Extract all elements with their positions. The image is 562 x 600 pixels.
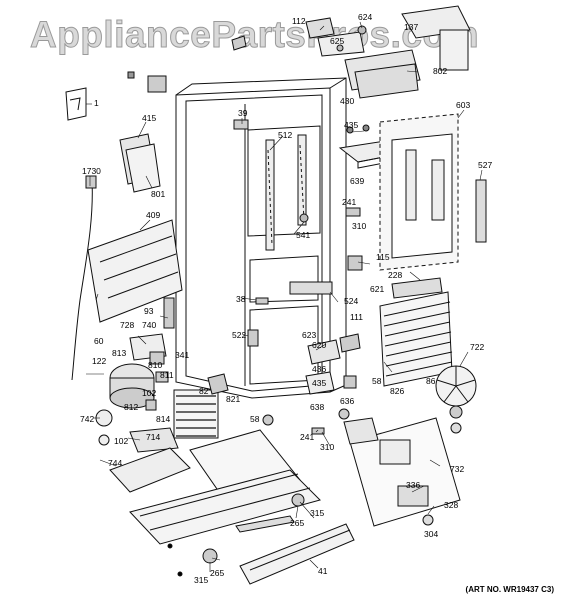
part-callout-415: 415 <box>142 113 156 123</box>
part-callout-638: 638 <box>310 402 324 412</box>
part-callout-39: 39 <box>238 108 248 118</box>
top-assemblies <box>127 5 471 99</box>
part-callout-58: 58 <box>250 414 260 424</box>
part-callout-241: 241 <box>300 432 314 442</box>
part-callout-621: 621 <box>370 284 384 294</box>
part-callout-409: 409 <box>146 210 160 220</box>
part-callout-620: 620 <box>312 340 326 350</box>
part-callout-524: 524 <box>344 296 358 306</box>
leader-lines <box>86 21 483 572</box>
part-callout-58: 58 <box>372 376 382 386</box>
part-callout-304: 304 <box>424 529 438 539</box>
part-callout-315: 315 <box>194 575 208 585</box>
part-callout-722: 722 <box>470 342 484 352</box>
part-callout-102: 102 <box>114 436 128 446</box>
part-callout-435: 435 <box>312 378 326 388</box>
part-callout-740: 740 <box>142 320 156 330</box>
part-callout-810: 810 <box>148 360 162 370</box>
part-callout-341: 341 <box>175 350 189 360</box>
part-callout-41: 41 <box>318 566 328 576</box>
part-callout-328: 328 <box>444 500 458 510</box>
cabinet-outline <box>175 77 347 399</box>
part-callout-82: 82 <box>199 386 209 396</box>
part-callout-811: 811 <box>160 370 174 380</box>
compressor-area <box>95 333 229 453</box>
part-callout-728: 728 <box>120 320 134 330</box>
part-callout-522: 522 <box>232 330 246 340</box>
part-callout-310: 310 <box>320 442 334 452</box>
part-callout-265: 265 <box>210 568 224 578</box>
part-callout-813: 813 <box>112 348 126 358</box>
base-assembly <box>109 429 355 585</box>
part-callout-639: 639 <box>350 176 364 186</box>
part-callout-122: 122 <box>92 356 106 366</box>
art-number: (ART NO. WR19437 C3) <box>465 585 554 594</box>
part-callout-802: 802 <box>433 66 447 76</box>
condenser-coil <box>173 389 219 439</box>
part-callout-137: 137 <box>404 22 418 32</box>
part-callout-814: 814 <box>156 414 170 424</box>
part-callout-112: 112 <box>292 16 306 26</box>
part-callout-742: 742 <box>80 414 94 424</box>
part-callout-1730: 1730 <box>82 166 101 176</box>
part-callout-60: 60 <box>94 336 104 346</box>
part-callout-336: 336 <box>406 480 420 490</box>
part-callout-315: 315 <box>310 508 324 518</box>
left-components <box>65 87 183 381</box>
part-callout-812: 812 <box>124 402 138 412</box>
part-callout-430: 430 <box>340 96 354 106</box>
part-callout-624: 624 <box>358 12 372 22</box>
fan-blade <box>435 365 477 407</box>
part-callout-826: 826 <box>390 386 404 396</box>
part-callout-435: 435 <box>344 120 358 130</box>
part-callout-265: 265 <box>290 518 304 528</box>
part-callout-111: 111 <box>350 312 363 322</box>
part-callout-541: 541 <box>296 230 310 240</box>
evaporator-assembly <box>262 113 487 527</box>
part-callout-241: 241 <box>342 197 356 207</box>
part-callout-38: 38 <box>236 294 246 304</box>
part-callout-636: 636 <box>340 396 354 406</box>
part-callout-102: 102 <box>142 388 156 398</box>
part-callout-744: 744 <box>108 458 122 468</box>
part-callout-732: 732 <box>450 464 464 474</box>
part-callout-1: 1 <box>94 98 99 108</box>
part-callout-623: 623 <box>302 330 316 340</box>
watermark-logo: AppliancePartsPros.com <box>30 14 479 56</box>
part-callout-527: 527 <box>478 160 492 170</box>
part-callout-512: 512 <box>278 130 292 140</box>
part-callout-603: 603 <box>456 100 470 110</box>
part-callout-821: 821 <box>226 394 240 404</box>
part-callout-714: 714 <box>146 432 160 442</box>
part-callout-86: 86 <box>426 376 436 386</box>
part-callout-93: 93 <box>144 306 154 316</box>
part-callout-801: 801 <box>151 189 165 199</box>
part-callout-310: 310 <box>352 221 366 231</box>
cabinet-rails <box>233 119 333 347</box>
part-callout-115: 115 <box>376 252 390 262</box>
part-callout-436: 436 <box>312 364 326 374</box>
part-callout-625: 625 <box>330 36 344 46</box>
part-callout-228: 228 <box>388 270 402 280</box>
